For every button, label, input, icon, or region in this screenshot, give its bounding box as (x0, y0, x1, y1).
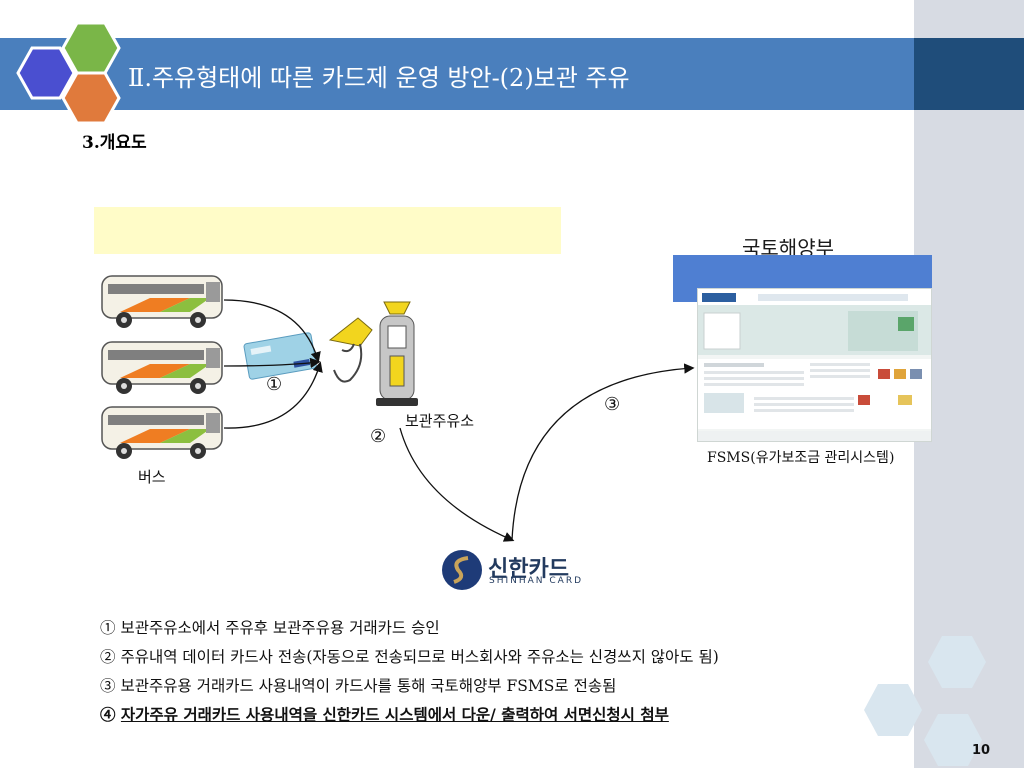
card-company-name: 신한카드 (488, 557, 569, 582)
section-subtitle: 3.개요도 (82, 133, 147, 153)
marker-3: ③ (604, 394, 621, 415)
step-4: ④ 자가주유 거래카드 사용내역을 신한카드 시스템에서 다운/ 출력하여 서면… (100, 705, 669, 724)
note-box (94, 207, 561, 254)
fuel-pump-icon (376, 301, 418, 406)
bus-label: 버스 (138, 468, 166, 486)
station-label: 보관주유소 (405, 412, 475, 430)
page-number: 10 (972, 743, 991, 758)
decor-hexagons (864, 636, 986, 766)
title-bar (0, 38, 1024, 110)
bus-icon (101, 341, 223, 394)
card-icon (243, 332, 317, 380)
fsms-label: FSMS(유가보조금 관리시스템) (707, 450, 895, 466)
fuel-nozzle-icon (328, 317, 373, 383)
bus-icon (101, 406, 223, 459)
marker-1: ① (266, 374, 283, 395)
title-bar-accent (914, 38, 1024, 110)
shinhan-logo-icon (442, 550, 482, 590)
step-3: ③ 보관주유용 거래카드 사용내역이 카드사를 통해 국토해양부 FSMS로 전… (100, 677, 617, 695)
hexagon-logo-icon (16, 21, 121, 125)
marker-2: ② (370, 426, 387, 447)
fsms-screenshot (697, 288, 932, 442)
page-title: Ⅱ.주유형태에 따른 카드제 운영 방안-(2)보관 주유 (128, 64, 630, 92)
bus-icon (101, 275, 223, 328)
step-1: ① 보관주유소에서 주유후 보관주유용 거래카드 승인 (100, 619, 440, 637)
step-2: ② 주유내역 데이터 카드사 전송(자동으로 전송되므로 버스회사와 주유소는 … (100, 648, 719, 666)
card-company-en: SHINHAN CARD (489, 576, 584, 586)
